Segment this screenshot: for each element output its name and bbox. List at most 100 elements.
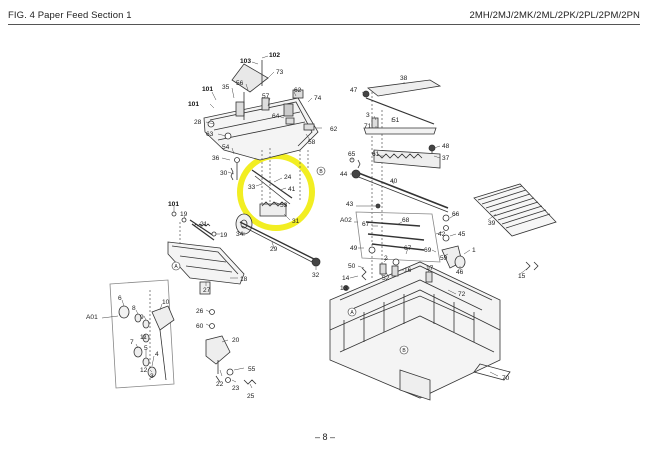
part-callout-67: 67 [404, 245, 412, 252]
left-side-frame [167, 211, 257, 385]
part-callout-62: 62 [294, 87, 302, 94]
marker-circle [347, 307, 357, 317]
part-callout-1: 1 [472, 247, 476, 254]
marker-circle [316, 166, 326, 176]
paddle-assembly [251, 169, 293, 217]
part-callout-52: 52 [382, 275, 390, 282]
part-callout-101: 101 [202, 86, 213, 93]
model-list: 2MH/2MJ/2MK/2ML/2PK/2PL/2PM/2PN [469, 10, 640, 21]
marker-label-b: B [402, 348, 406, 354]
part-callout-101: 101 [188, 101, 199, 108]
right-upper-rails [349, 79, 449, 213]
part-callout-42: 42 [438, 231, 446, 238]
part-callout-45: 45 [458, 231, 466, 238]
upper-feed-frame [203, 60, 319, 181]
part-callout-18: 18 [240, 276, 248, 283]
part-callout-22: 22 [216, 381, 224, 388]
part-callout-56: 56 [236, 80, 244, 87]
part-callout-29: 29 [270, 246, 278, 253]
figure-title: FIG. 4 Paper Feed Section 1 [8, 10, 132, 21]
part-callout-60: 60 [196, 323, 204, 330]
part-callout-15: 15 [518, 273, 526, 280]
part-callout-62: 62 [330, 126, 338, 133]
subassembly-A02 [355, 203, 450, 263]
part-callout-74: 74 [314, 95, 322, 102]
part-callout-65: 65 [348, 151, 356, 158]
main-chassis [329, 245, 539, 401]
part-callout-51: 51 [392, 117, 400, 124]
part-callout-33: 33 [248, 184, 256, 191]
part-callout-66: 66 [452, 211, 460, 218]
part-callout-40: 40 [390, 178, 398, 185]
part-callout-72: 72 [458, 291, 466, 298]
part-callout-16: 16 [404, 267, 412, 274]
part-callout-19: 19 [180, 211, 188, 218]
marker-label-a: A [350, 310, 354, 316]
part-callout-53: 53 [280, 202, 288, 209]
part-callout-30: 30 [220, 170, 228, 177]
part-callout-31: 31 [292, 218, 300, 225]
part-callout-13: 13 [340, 285, 348, 292]
subassembly-A01 [109, 279, 175, 389]
part-callout-71: 71 [364, 123, 372, 130]
part-callout-101: 101 [168, 201, 179, 208]
leader-lines [101, 55, 529, 389]
part-callout-46: 46 [456, 269, 464, 276]
part-callout-5: 5 [144, 345, 148, 352]
part-callout-19: 19 [220, 232, 228, 239]
part-callout-26: 26 [196, 308, 204, 315]
part-callout-63: 63 [206, 131, 214, 138]
part-callout-58: 58 [308, 139, 316, 146]
marker-label-b: B [319, 169, 323, 175]
reference-markers [171, 166, 409, 355]
part-callout-57: 57 [262, 93, 270, 100]
part-callout-24: 24 [284, 174, 292, 181]
part-callout-2: 2 [384, 255, 388, 262]
page-number: – 8 – [314, 432, 336, 442]
part-callout-47: 47 [350, 87, 358, 94]
part-callout-9: 9 [140, 314, 144, 321]
part-callout-54: 54 [222, 144, 230, 151]
part-callout-59: 59 [440, 255, 448, 262]
marker-circle [171, 261, 181, 271]
part-callout-64: 64 [272, 113, 280, 120]
part-callout-3: 3 [150, 373, 154, 380]
part-callout-4: 4 [155, 351, 159, 358]
part-callout-39: 39 [488, 220, 496, 227]
part-callout-25: 25 [247, 393, 255, 400]
part-callout-35: 35 [222, 84, 230, 91]
part-callout-49: 49 [350, 245, 358, 252]
part-callout-32: 32 [312, 272, 320, 279]
part-callout-55: 55 [248, 366, 256, 373]
part-callout-20: 20 [232, 337, 240, 344]
part-callout-6: 6 [118, 295, 122, 302]
part-callout-12: 12 [140, 367, 148, 374]
marker-circle [399, 345, 409, 355]
part-callout-41: 41 [288, 186, 296, 193]
part-callout-73: 73 [276, 69, 284, 76]
part-callout-10: 10 [162, 299, 170, 306]
part-callout-8: 8 [132, 305, 136, 312]
part-callout-7: 7 [130, 339, 134, 346]
part-callout-23: 23 [232, 385, 240, 392]
part-callout-17: 17 [426, 265, 434, 272]
part-callout-102: 102 [269, 52, 280, 59]
paper-guide-tray [473, 183, 557, 237]
part-callout-21: 21 [200, 221, 208, 228]
highlight-circle [237, 153, 315, 231]
part-callout-34: 34 [236, 231, 244, 238]
part-callout-43: 43 [346, 201, 354, 208]
part-callout-67: 67 [362, 221, 370, 228]
part-callout-3: 3 [366, 112, 370, 119]
header-rule [8, 24, 640, 25]
part-callout-37: 37 [442, 155, 450, 162]
part-callout-70: 70 [502, 375, 510, 382]
part-callout-61: 61 [372, 151, 380, 158]
part-callout-68: 68 [402, 217, 410, 224]
part-callout-38: 38 [400, 75, 408, 82]
part-callout-28: 28 [194, 119, 202, 126]
part-callout-27: 27 [203, 287, 211, 294]
